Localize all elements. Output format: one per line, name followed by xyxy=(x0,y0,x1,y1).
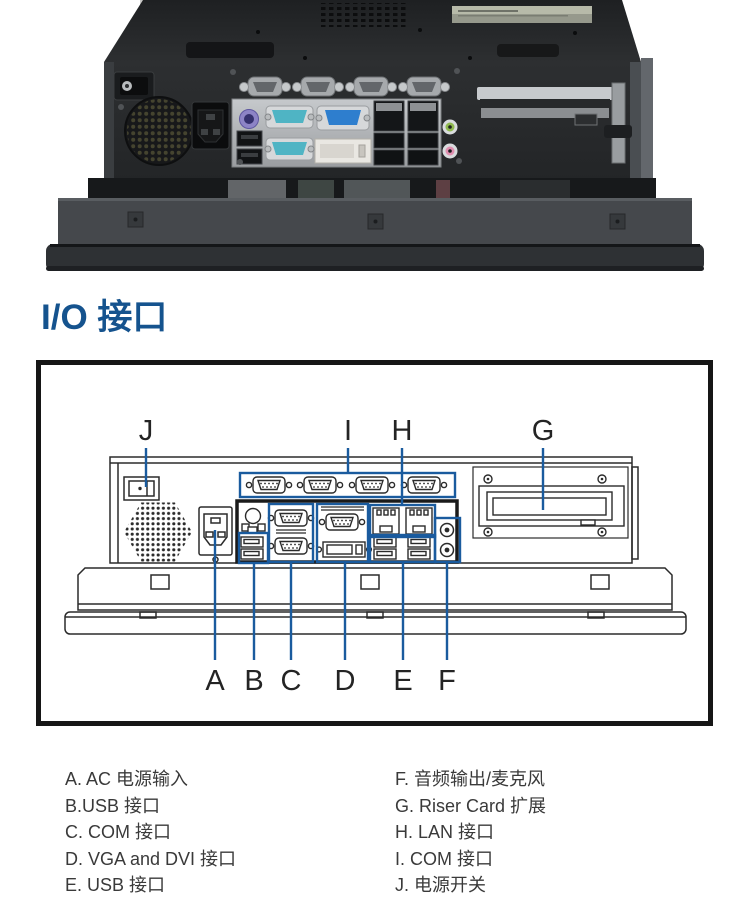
legend-item-i: I. COM 接口 xyxy=(395,848,493,869)
top-vent-grid xyxy=(320,3,406,27)
callout-letter-j: J xyxy=(139,415,154,447)
callout-box-vga-dvi-d xyxy=(315,502,370,564)
monitor-bezel xyxy=(46,198,704,271)
photo-fan-grille xyxy=(124,96,194,166)
photo-audio-jacks xyxy=(442,119,458,159)
legend-item-d: D. VGA and DVI 接口 xyxy=(65,848,237,869)
callout-letter-c: C xyxy=(281,665,302,697)
photo-power-switch xyxy=(113,71,155,101)
audio-jacks-drawing xyxy=(439,522,455,558)
legend-item-c: C. COM 接口 xyxy=(65,822,171,842)
io-diagram: J I H G A B C D E F xyxy=(36,360,713,726)
legend-item-f: F. 音频输出/麦克风 xyxy=(395,769,546,789)
legend-column-left: A. AC 电源输入 B.USB 接口 C. COM 接口 D. VGA and… xyxy=(65,766,375,899)
riser-slot-drawing xyxy=(472,466,629,539)
callout-letter-f: F xyxy=(438,665,456,697)
callout-letter-a: A xyxy=(205,665,225,697)
photo-io-shield xyxy=(231,98,442,168)
vga-dvi-drawing xyxy=(315,506,373,558)
ps2-drawing xyxy=(241,507,266,534)
legend-item-h: H. LAN 接口 xyxy=(395,822,495,842)
photo-ac-inlet xyxy=(191,101,230,150)
legend-item-e: E. USB 接口 xyxy=(65,875,166,895)
callout-letters: J I H G A B C D E F xyxy=(139,415,555,697)
power-switch-drawing xyxy=(123,476,160,501)
callout-letter-b: B xyxy=(244,665,263,697)
callout-letter-d: D xyxy=(335,665,356,697)
photo-riser-slot xyxy=(477,82,632,164)
page-title: I/O 接口 xyxy=(41,298,168,337)
reflection-streaks xyxy=(228,180,570,200)
callout-letter-i: I xyxy=(344,415,352,447)
callout-letter-e: E xyxy=(393,665,412,697)
photo-com-row xyxy=(239,76,450,97)
legend-item-a: A. AC 电源输入 xyxy=(65,769,189,789)
top-face-screws xyxy=(256,28,577,60)
io-diagram-svg: J I H G A B C D E F xyxy=(36,360,713,726)
top-vent-recess-left xyxy=(186,42,274,58)
com-c-drawing xyxy=(267,509,315,555)
legend-item-b: B.USB 接口 xyxy=(65,795,161,816)
callout-letter-h: H xyxy=(392,415,413,447)
fan-grille-drawing xyxy=(124,502,192,562)
legend-column-right: F. 音频输出/麦克风 G. Riser Card 扩展 H. LAN 接口 I… xyxy=(395,766,725,899)
rear-panel-photo-svg xyxy=(46,0,704,271)
rear-panel-photo xyxy=(0,0,750,278)
back-face-screws xyxy=(118,68,462,165)
top-vent-recess-right xyxy=(497,44,559,57)
chassis-right-edge xyxy=(641,58,653,182)
legend-item-j: J. 电源开关 xyxy=(395,875,487,895)
legend-item-g: G. Riser Card 扩展 xyxy=(395,795,547,816)
callout-letter-g: G xyxy=(532,415,555,447)
callout-annotations xyxy=(144,448,545,660)
